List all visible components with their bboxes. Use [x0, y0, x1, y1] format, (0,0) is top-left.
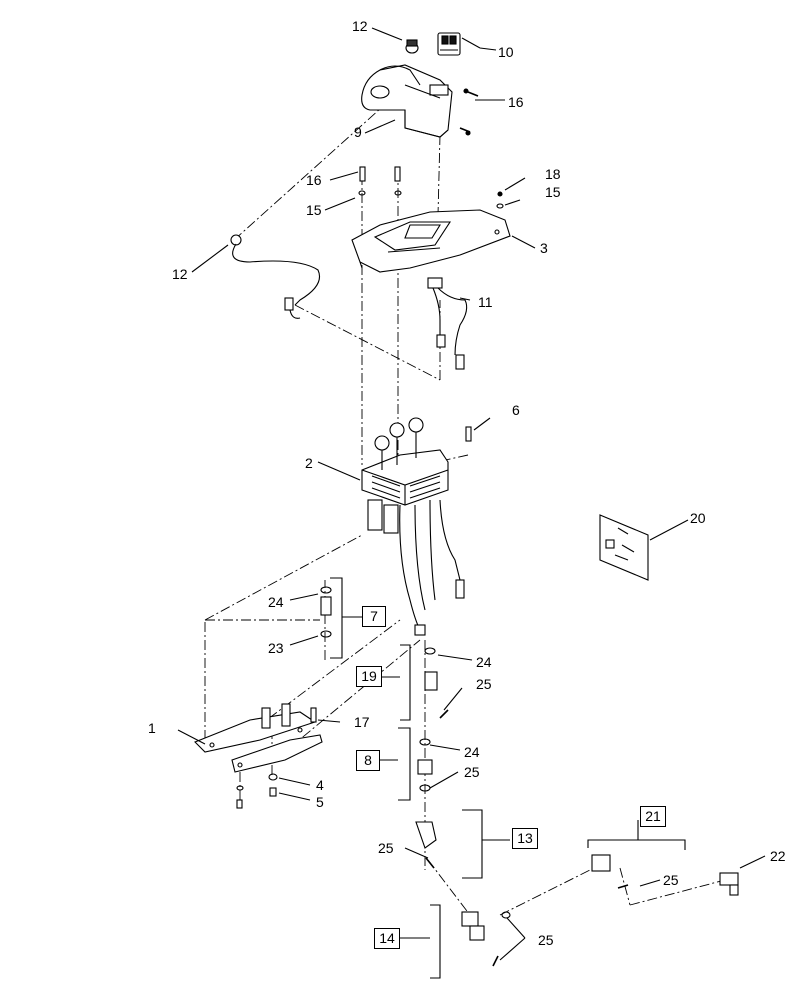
- callout-24-a: 24: [268, 594, 284, 610]
- part-8-fitting: [417, 738, 433, 792]
- callout-24-c: 24: [464, 744, 480, 760]
- callout-15-right: 15: [545, 184, 561, 200]
- part-13-elbow: [415, 821, 437, 869]
- callout-25-d: 25: [663, 872, 679, 888]
- part-1-bracket: [194, 703, 323, 773]
- callout-12-left: 12: [172, 266, 188, 282]
- boxed-callout-14: 14: [374, 928, 400, 949]
- part-18-15-hardware: [496, 191, 504, 209]
- callout-22: 22: [770, 848, 786, 864]
- boxed-callout-21: 21: [640, 806, 666, 827]
- part-12-harness: [230, 234, 321, 319]
- callout-2: 2: [305, 455, 313, 471]
- boxed-callout-7: 7: [362, 606, 386, 627]
- callout-15-left: 15: [306, 202, 322, 218]
- callout-17: 17: [354, 714, 370, 730]
- part-9-console-cover: [361, 64, 453, 138]
- callout-5: 5: [316, 794, 324, 810]
- callout-9: 9: [354, 124, 362, 140]
- callout-25-b: 25: [464, 764, 480, 780]
- callout-16-top: 16: [508, 94, 524, 110]
- callout-3: 3: [540, 240, 548, 256]
- callout-24-b: 24: [476, 654, 492, 670]
- boxed-callout-8: 8: [356, 750, 380, 771]
- part-12-grommet: [405, 39, 419, 54]
- part-16-screws: [358, 88, 479, 196]
- part-22-fitting: [719, 872, 739, 896]
- part-10-switch: [437, 32, 461, 56]
- part-7-fitting: [320, 586, 332, 638]
- callout-6: 6: [512, 402, 520, 418]
- part-19-fitting: [424, 647, 449, 719]
- callout-11: 11: [478, 294, 493, 310]
- leader-lines: [177, 27, 766, 979]
- part-6-screw: [465, 426, 472, 442]
- part-14-elbow: [461, 911, 511, 967]
- part-11-harness: [427, 277, 468, 370]
- callout-25-c: 25: [378, 840, 394, 856]
- callout-12-top: 12: [352, 18, 368, 34]
- part-21-elbow: [591, 854, 629, 889]
- part-17-4-5-hardware: [236, 707, 317, 809]
- boxed-callout-13: 13: [512, 828, 538, 849]
- callout-18: 18: [545, 166, 561, 182]
- part-20-decal: [599, 514, 649, 581]
- part-3-plate: [351, 209, 511, 273]
- callout-1: 1: [148, 720, 156, 736]
- callout-25-e: 25: [538, 932, 554, 948]
- part-2-control-assembly: [361, 417, 465, 636]
- callout-20: 20: [690, 510, 706, 526]
- callout-10: 10: [498, 44, 514, 60]
- boxed-callout-19: 19: [356, 666, 382, 687]
- callout-16-left: 16: [306, 172, 322, 188]
- callout-4: 4: [316, 777, 324, 793]
- callout-23: 23: [268, 640, 284, 656]
- callout-25-a: 25: [476, 676, 492, 692]
